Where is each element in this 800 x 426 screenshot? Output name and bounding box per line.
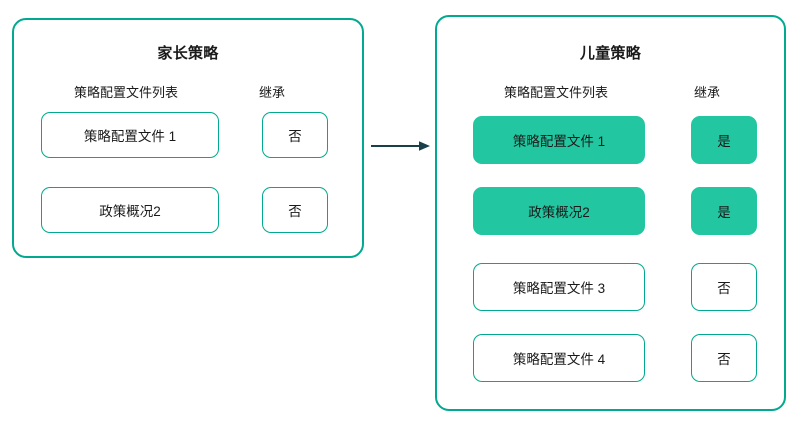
- child-column-header-profile-list: 策略配置文件列表: [503, 85, 608, 100]
- parent-inheritance-card[interactable]: 否: [262, 187, 328, 233]
- child-policy-panel: 儿童策略 策略配置文件列表 继承 策略配置文件 1 是 政策概况2 是 策略配置…: [435, 15, 786, 411]
- child-inheritance-card[interactable]: 否: [691, 334, 757, 382]
- child-row: 策略配置文件 4 否: [437, 334, 784, 382]
- parent-row: 政策概况2 否: [14, 187, 362, 233]
- child-panel-title: 儿童策略: [579, 45, 642, 62]
- child-profile-card[interactable]: 策略配置文件 4: [473, 334, 645, 382]
- parent-inheritance-card[interactable]: 否: [262, 112, 328, 158]
- parent-column-header-profile-list: 策略配置文件列表: [73, 85, 178, 100]
- child-profile-card[interactable]: 策略配置文件 3: [473, 263, 645, 311]
- child-inheritance-card[interactable]: 是: [691, 187, 757, 235]
- parent-row: 策略配置文件 1 否: [14, 112, 362, 158]
- child-inheritance-card[interactable]: 否: [691, 263, 757, 311]
- child-row: 政策概况2 是: [437, 187, 784, 235]
- parent-policy-panel: 家长策略 策略配置文件列表 继承 策略配置文件 1 否 政策概况2 否: [12, 18, 364, 258]
- parent-panel-title: 家长策略: [157, 45, 219, 62]
- child-row: 策略配置文件 1 是: [437, 116, 784, 164]
- inheritance-arrow-icon: [371, 141, 430, 151]
- child-column-header-inheritance: 继承: [693, 85, 720, 100]
- child-row: 策略配置文件 3 否: [437, 263, 784, 311]
- parent-column-header-inheritance: 继承: [258, 85, 285, 100]
- child-inheritance-card[interactable]: 是: [691, 116, 757, 164]
- parent-profile-card[interactable]: 策略配置文件 1: [41, 112, 219, 158]
- child-profile-card[interactable]: 策略配置文件 1: [473, 116, 645, 164]
- parent-profile-card[interactable]: 政策概况2: [41, 187, 219, 233]
- child-profile-card[interactable]: 政策概况2: [473, 187, 645, 235]
